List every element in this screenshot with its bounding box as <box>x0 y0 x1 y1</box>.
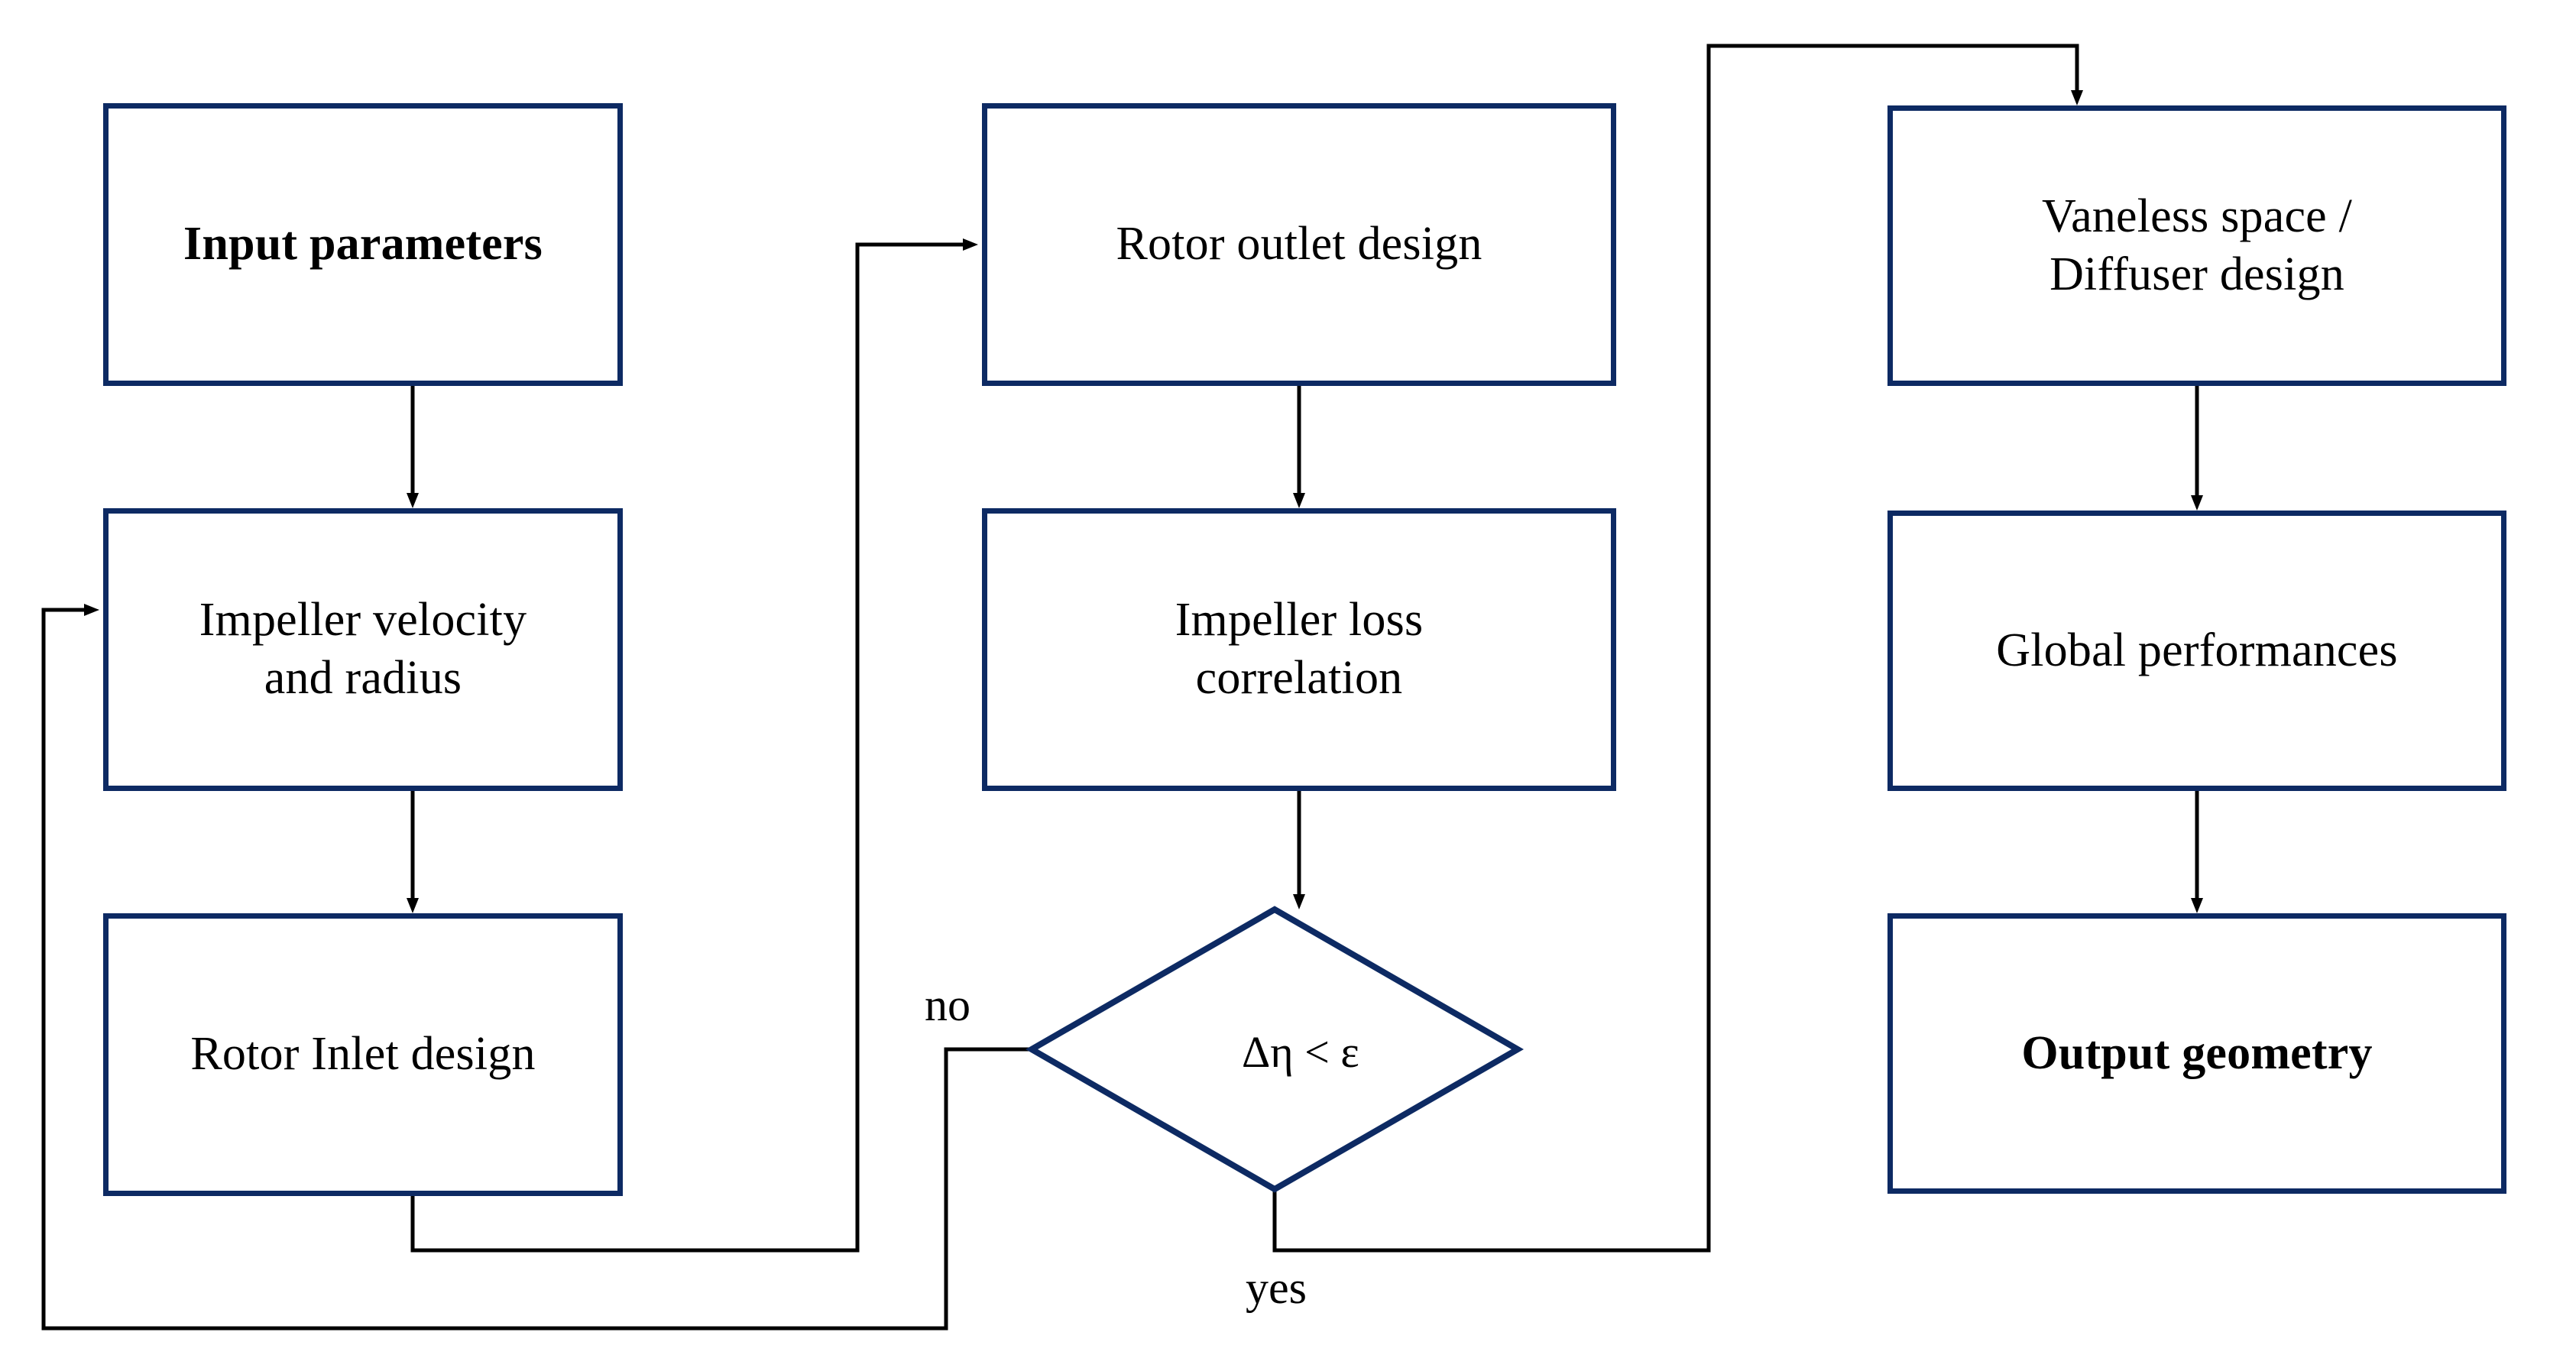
node-label: Rotor outlet design <box>1116 218 1482 271</box>
edge-label-yes: yes <box>1246 1263 1307 1313</box>
node-rotor-inlet[interactable]: Rotor Inlet design <box>103 913 623 1196</box>
node-output-geometry[interactable]: Output geometry <box>1887 913 2506 1194</box>
node-rotor-outlet[interactable]: Rotor outlet design <box>982 103 1616 386</box>
node-label: Output geometry <box>2021 1026 2373 1079</box>
node-global-performance[interactable]: Global performances <box>1887 511 2506 791</box>
node-label: Input parameters <box>183 218 543 271</box>
node-label: Rotor Inlet design <box>190 1028 536 1081</box>
node-vaneless-diffuser[interactable]: Vaneless space /Diffuser design <box>1887 105 2506 386</box>
edge-label-no: no <box>925 980 970 1030</box>
node-label: Global performances <box>1996 624 2398 676</box>
convergence-check-label: Δη < ε <box>1242 1027 1359 1077</box>
node-input-parameters[interactable]: Input parameters <box>103 103 623 386</box>
node-label: Vaneless space /Diffuser design <box>2041 190 2353 300</box>
